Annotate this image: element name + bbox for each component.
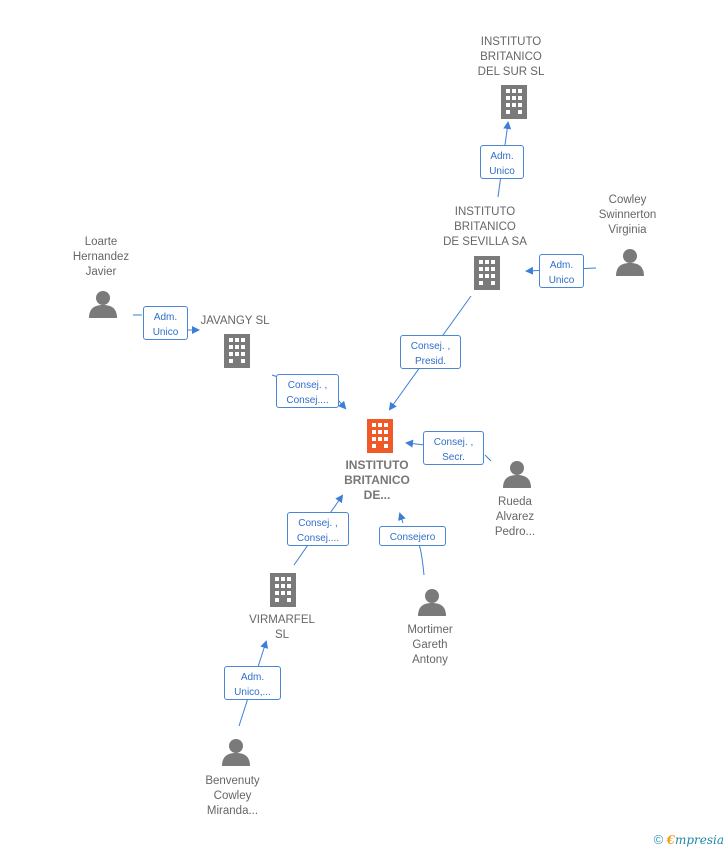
node-instituto-britanico-del-sur[interactable]: INSTITUTO BRITANICO DEL SUR SL bbox=[451, 35, 571, 80]
node-javangy[interactable]: JAVANGY SL bbox=[190, 314, 280, 329]
node-instituto-britanico-de-sevilla[interactable]: INSTITUTO BRITANICO DE SEVILLA SA bbox=[425, 205, 545, 250]
node-label: INSTITUTO BRITANICO DE... bbox=[344, 458, 410, 502]
person-icon-mortimer[interactable] bbox=[418, 588, 446, 616]
node-cowley-swinnerton-virginia[interactable]: Cowley Swinnerton Virginia bbox=[570, 193, 685, 238]
node-main-company[interactable]: INSTITUTO BRITANICO DE... bbox=[320, 458, 434, 503]
role-badge-sevilla-sur[interactable]: Adm. Unico bbox=[480, 145, 524, 179]
node-label: Rueda Alvarez Pedro... bbox=[494, 496, 536, 538]
building-icon-main[interactable] bbox=[365, 419, 395, 453]
node-virmarfel[interactable]: VIRMARFEL SL bbox=[237, 613, 327, 643]
edge-rueda-main bbox=[407, 443, 492, 462]
node-loarte-hernandez-javier[interactable]: Loarte Hernandez Javier bbox=[55, 235, 147, 280]
node-mortimer-gareth-antony[interactable]: Mortimer Gareth Antony bbox=[385, 623, 475, 668]
role-badge-mortimer-main[interactable]: Consejero bbox=[379, 526, 446, 546]
role-badge-benvenuty-virmarfel[interactable]: Adm. Unico,... bbox=[224, 666, 281, 700]
copyright-icon: © bbox=[653, 832, 664, 847]
person-icon-benvenuty[interactable] bbox=[222, 738, 250, 766]
role-badge-virmarfel-main[interactable]: Consej. , Consej.... bbox=[287, 512, 349, 546]
building-icon-javangy[interactable] bbox=[222, 334, 252, 368]
node-label: Benvenuty Cowley Miranda... bbox=[205, 775, 260, 817]
node-rueda-alvarez-pedro[interactable]: Rueda Alvarez Pedro... bbox=[470, 495, 560, 540]
role-badge-cowley-sevilla[interactable]: Adm. Unico bbox=[539, 254, 584, 288]
role-badge-loarte-javangy[interactable]: Adm. Unico bbox=[143, 306, 188, 340]
node-label: JAVANGY SL bbox=[200, 315, 270, 327]
node-label: VIRMARFEL SL bbox=[249, 614, 315, 641]
node-label: Mortimer Gareth Antony bbox=[407, 624, 453, 666]
role-badge-sevilla-main[interactable]: Consej. , Presid. bbox=[400, 335, 461, 369]
role-badge-rueda-main[interactable]: Consej. , Secr. bbox=[423, 431, 484, 465]
node-label: INSTITUTO BRITANICO DE SEVILLA SA bbox=[443, 206, 527, 248]
person-icon-rueda[interactable] bbox=[503, 460, 531, 488]
building-icon-sur[interactable] bbox=[499, 85, 529, 119]
building-icon-virmarfel[interactable] bbox=[268, 573, 298, 607]
node-label: Loarte Hernandez Javier bbox=[72, 236, 130, 278]
empresia-logo[interactable]: © €mpresia bbox=[654, 832, 724, 847]
person-icon-loarte[interactable] bbox=[89, 290, 117, 318]
brand-name: mpresia bbox=[674, 833, 724, 847]
person-icon-cowley[interactable] bbox=[616, 248, 644, 276]
brand-e: € bbox=[666, 833, 675, 847]
building-icon-sevilla[interactable] bbox=[472, 256, 502, 290]
node-label: INSTITUTO BRITANICO DEL SUR SL bbox=[477, 36, 545, 78]
edge-loarte-javangy bbox=[133, 314, 198, 330]
node-benvenuty-cowley-miranda[interactable]: Benvenuty Cowley Miranda... bbox=[185, 774, 280, 819]
role-badge-javangy-main[interactable]: Consej. , Consej.... bbox=[276, 374, 339, 408]
node-label: Cowley Swinnerton Virginia bbox=[598, 194, 657, 236]
